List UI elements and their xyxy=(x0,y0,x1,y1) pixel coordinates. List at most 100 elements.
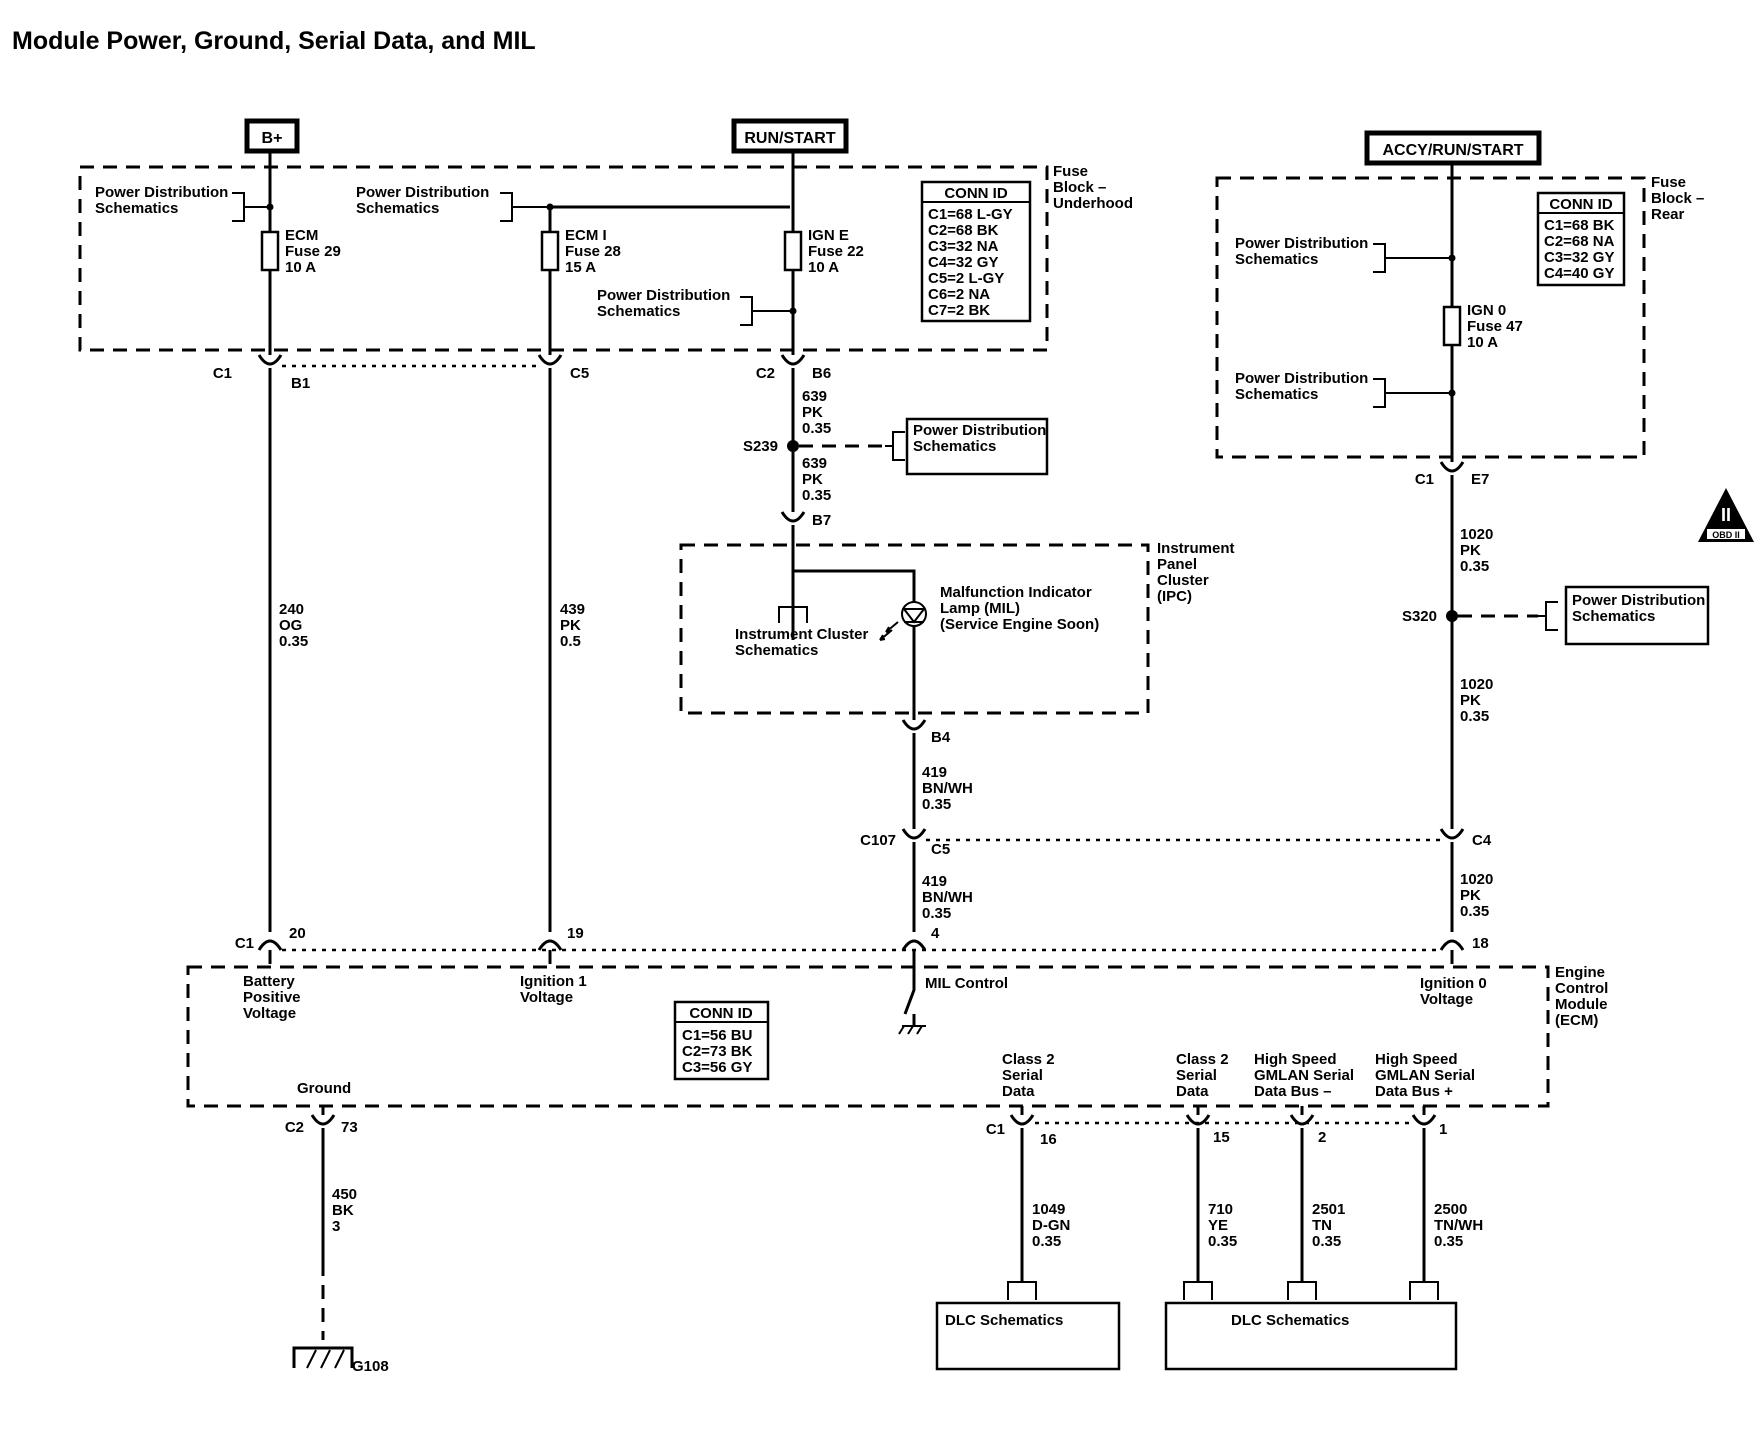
pin-label: B4 xyxy=(931,729,951,746)
circuit-439[interactable]: 439 PK 0.5 xyxy=(537,203,790,951)
pd-ref-ecm-label-1: Power Distribution xyxy=(95,184,228,201)
fuse-block-rear-label-2: Block – xyxy=(1651,190,1704,207)
pin-label: C5 xyxy=(931,841,950,858)
pd-ref-s239-label-1: Power Distribution xyxy=(913,422,1046,439)
wire-label: 450 xyxy=(332,1186,357,1203)
pd-ref-s320[interactable]: Power Distribution Schematics xyxy=(1538,585,1710,646)
pd-ref-ecmi-label-2: Schematics xyxy=(356,200,439,217)
connector-label: C1 xyxy=(213,365,232,382)
splice-s239[interactable]: S239 xyxy=(743,438,885,455)
conn-id-title: CONN ID xyxy=(689,1005,753,1022)
wire-label: PK xyxy=(1460,692,1481,709)
wire-label: 1020 xyxy=(1460,676,1493,693)
wire-label: 0.35 xyxy=(802,420,831,437)
ground-label: G108 xyxy=(352,1358,389,1375)
ecm-pin-label: MIL Control xyxy=(925,975,1008,992)
pd-ref-s320-label-1: Power Distribution xyxy=(1572,592,1705,609)
wire-label: 2500 xyxy=(1434,1201,1467,1218)
circuit-639[interactable]: 639 PK 0.35 639 PK 0.35 xyxy=(780,151,831,640)
pd-ref-ecmi[interactable]: Power Distribution Schematics xyxy=(356,184,550,222)
splice-s320[interactable]: S320 xyxy=(1402,608,1538,625)
wire-label: 0.35 xyxy=(922,796,951,813)
pd-ref-ecm[interactable]: Power Distribution Schematics xyxy=(95,184,270,222)
instrument-cluster-ref[interactable]: Instrument Cluster Schematics xyxy=(735,571,869,659)
fuse-label: Fuse 28 xyxy=(565,243,621,260)
source-bplus[interactable]: B+ xyxy=(244,118,300,154)
fuse-ign0-47: IGN 0 Fuse 47 10 A xyxy=(1442,302,1523,351)
conn-id-row: C3=32 GY xyxy=(1544,249,1614,266)
circuit-240[interactable]: 240 OG 0.35 xyxy=(257,151,308,951)
circuit-450[interactable]: 450 BK 3 xyxy=(310,1106,357,1340)
source-accy-label: ACCY/RUN/START xyxy=(1382,142,1523,159)
pd-ref-rear-top[interactable]: Power Distribution Schematics xyxy=(1235,235,1452,273)
wire-label: 0.35 xyxy=(1460,903,1489,920)
source-accy[interactable]: ACCY/RUN/START xyxy=(1364,130,1542,166)
instrument-cluster-label-1: Instrument Cluster xyxy=(735,626,869,643)
circuit-419[interactable]: 419 BN/WH 0.35 419 BN/WH 0.35 xyxy=(901,719,973,951)
fuse-label: ECM I xyxy=(565,227,607,244)
wire-label: 0.35 xyxy=(1032,1233,1061,1250)
wire-label: PK xyxy=(1460,542,1481,559)
circuit-1020[interactable]: 1020 PK 0.35 1020 PK 0.35 1020 PK 0.35 xyxy=(1439,163,1493,951)
obd-ii-icon: II OBD II xyxy=(1698,488,1754,542)
circuit-710[interactable]: 710 YE 0.35 xyxy=(1185,1106,1237,1282)
ecm-label-4: (ECM) xyxy=(1555,1012,1598,1029)
pd-ref-ecmi-label-1: Power Distribution xyxy=(356,184,489,201)
wire-label: PK xyxy=(560,617,581,634)
pd-ref-rear-bottom-label-2: Schematics xyxy=(1235,386,1318,403)
mil-driver-switch xyxy=(898,964,926,1035)
source-runstart[interactable]: RUN/START xyxy=(731,118,849,154)
splice-label: S239 xyxy=(743,438,778,455)
ecm-pin-label: Ignition 0 xyxy=(1420,975,1487,992)
conn-id-row: C4=32 GY xyxy=(928,254,998,271)
circuit-2500[interactable]: 2500 TN/WH 0.35 xyxy=(1411,1106,1483,1282)
ipc-label-2: Panel xyxy=(1157,556,1197,573)
ecm-pin-label: Data xyxy=(1176,1083,1209,1100)
wire-label: TN/WH xyxy=(1434,1217,1483,1234)
wire-label: BN/WH xyxy=(922,780,973,797)
conn-id-row: C4=40 GY xyxy=(1544,265,1614,282)
ecm-label-1: Engine xyxy=(1555,964,1605,981)
fuse-label: ECM xyxy=(285,227,318,244)
wire-label: YE xyxy=(1208,1217,1228,1234)
pd-ref-igne[interactable]: Power Distribution Schematics xyxy=(597,287,793,326)
wire-label: 1049 xyxy=(1032,1201,1065,1218)
ecm-pin-label: Class 2 xyxy=(1176,1051,1229,1068)
mil-lamp[interactable]: Malfunction Indicator Lamp (MIL) (Servic… xyxy=(879,584,1099,641)
circuit-1049[interactable]: 1049 D-GN 0.35 xyxy=(1009,1106,1070,1282)
wire-label: BK xyxy=(332,1202,354,1219)
ecm-pin-label: Positive xyxy=(243,989,301,1006)
instrument-cluster-label-2: Schematics xyxy=(735,642,818,659)
fuse-label: 10 A xyxy=(808,259,839,276)
fuse-label: IGN 0 xyxy=(1467,302,1506,319)
conn-id-row: C1=56 BU xyxy=(682,1027,752,1044)
wire-label: 419 xyxy=(922,764,947,781)
pin-label: E7 xyxy=(1471,471,1489,488)
wire-label: TN xyxy=(1312,1217,1332,1234)
pin-label: 15 xyxy=(1213,1129,1230,1146)
pd-ref-rear-bottom[interactable]: Power Distribution Schematics xyxy=(1235,370,1452,408)
pd-ref-s239[interactable]: Power Distribution Schematics xyxy=(885,417,1049,476)
ecm-pin-label: GMLAN Serial xyxy=(1375,1067,1475,1084)
pin-label: 19 xyxy=(567,925,584,942)
wire-label: 439 xyxy=(560,601,585,618)
pin-label: 16 xyxy=(1040,1131,1057,1148)
ground-g108-icon: G108 xyxy=(292,1346,389,1375)
pin-label: 18 xyxy=(1472,935,1489,952)
pin-label: B6 xyxy=(812,365,831,382)
fuse-block-rear-label-3: Rear xyxy=(1651,206,1685,223)
dlc-schematics-right[interactable]: DLC Schematics xyxy=(1164,1301,1458,1371)
wire-label: 1020 xyxy=(1460,871,1493,888)
engine-control-module: Engine Control Module (ECM) C1 20 19 4 1… xyxy=(186,925,1608,1148)
conn-id-row: C2=68 NA xyxy=(1544,233,1615,250)
wire-label: 0.35 xyxy=(279,633,308,650)
wire-label: 3 xyxy=(332,1218,340,1235)
wire-label: 240 xyxy=(279,601,304,618)
dlc-schematics-left[interactable]: DLC Schematics xyxy=(935,1301,1121,1371)
wire-label: 0.35 xyxy=(922,905,951,922)
ecm-pin-label: Ignition 1 xyxy=(520,973,587,990)
conn-id-row: C3=56 GY xyxy=(682,1059,752,1076)
dlc-left-label: DLC Schematics xyxy=(945,1312,1063,1329)
circuit-2501[interactable]: 2501 TN 0.35 xyxy=(1289,1106,1345,1282)
wire-label: 419 xyxy=(922,873,947,890)
